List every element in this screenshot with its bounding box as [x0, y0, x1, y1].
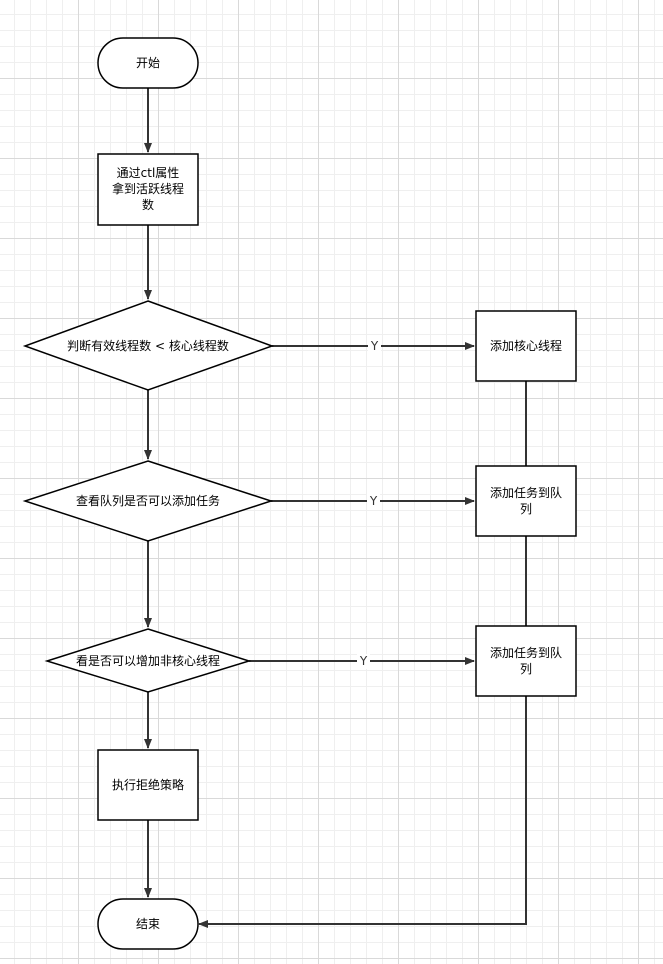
- add-task-to-queue-node: 添加任务到队 列: [475, 465, 577, 537]
- svg-text:拿到活跃线程: 拿到活跃线程: [112, 181, 184, 196]
- check-noncore-threads-decision: 看是否可以增加非核心线程: [44, 628, 252, 693]
- svg-text:查看队列是否可以添加任务: 查看队列是否可以添加任务: [76, 493, 220, 508]
- add-task-to-queue-node-2: 添加任务到队 列: [475, 625, 577, 697]
- svg-text:数: 数: [142, 197, 154, 212]
- check-queue-decision: 查看队列是否可以添加任务: [22, 460, 274, 542]
- start-node: 开始: [97, 37, 199, 89]
- edge-add-queue2-to-end: [198, 696, 527, 928]
- svg-text:列: 列: [520, 502, 532, 516]
- svg-text:看是否可以增加非核心线程: 看是否可以增加非核心线程: [76, 653, 220, 668]
- svg-text:执行拒绝策略: 执行拒绝策略: [112, 777, 184, 792]
- svg-text:添加任务到队: 添加任务到队: [490, 645, 562, 660]
- svg-text:通过ctl属性: 通过ctl属性: [117, 166, 180, 180]
- svg-text:列: 列: [520, 662, 532, 676]
- edge-label-yes-3: Y: [357, 654, 370, 669]
- edge-label-yes-2: Y: [367, 494, 380, 509]
- svg-text:Y: Y: [359, 654, 368, 668]
- svg-text:结束: 结束: [136, 917, 160, 931]
- svg-text:添加任务到队: 添加任务到队: [490, 485, 562, 500]
- svg-text:添加核心线程: 添加核心线程: [490, 338, 562, 353]
- svg-text:开始: 开始: [136, 56, 160, 70]
- svg-text:Y: Y: [370, 339, 379, 353]
- end-node: 结束: [97, 898, 199, 950]
- reject-policy-node: 执行拒绝策略: [97, 749, 199, 821]
- add-core-thread-node: 添加核心线程: [475, 310, 577, 382]
- svg-text:Y: Y: [369, 494, 378, 508]
- check-core-threads-decision: 判断有效线程数 < 核心线程数: [22, 300, 275, 391]
- get-thread-count-node: 通过ctl属性 拿到活跃线程 数: [97, 153, 199, 226]
- edge-label-yes-1: Y: [368, 339, 381, 354]
- svg-text:判断有效线程数 < 核心线程数: 判断有效线程数 < 核心线程数: [67, 338, 229, 353]
